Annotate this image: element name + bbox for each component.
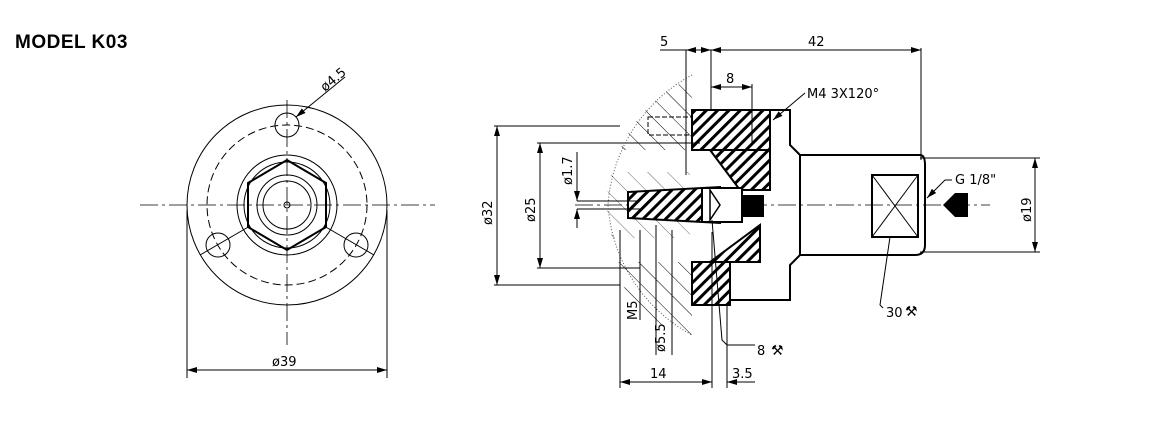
square-nut [871,174,919,238]
dim-dia-32-label: ø32 [481,201,496,226]
screw-note: M4 3X120° [807,87,879,102]
outer-flange-circle [186,104,388,306]
dim-dia-1-7-label: ø1.7 [561,156,576,185]
mounting-hole [274,112,300,138]
thread-port-label: G 1/8" [955,173,996,188]
wrench-icon: ⚒ [905,304,918,320]
hole-diameter-label: ø4.5 [318,65,350,95]
section-view: 5 42 8 M4 3X120° ø32 ø25 ø1.7 ø19 G 1/8" [481,35,1040,388]
wrench-30-label: 30 [886,306,903,321]
dim-8-label: 8 [726,72,734,87]
inner-circle [236,154,338,256]
flange-top [691,109,771,151]
wrench-icon: ⚒ [771,343,784,359]
dim-dia-5-5-label: ø5.5 [654,323,669,352]
thread-m5-label: M5 [626,301,641,321]
dim-3-5-label: 3.5 [732,367,753,382]
outer-diameter-label: ø39 [272,355,297,370]
dim-5-label: 5 [660,35,668,50]
dim-dia-25-label: ø25 [524,198,539,223]
wrench-8-label: 8 [757,344,765,359]
bore-circle [256,174,318,236]
inlet-arrow-icon [943,193,968,217]
mounting-hole [205,232,231,258]
model-title: MODEL K03 [15,32,128,53]
flange-bottom [691,261,731,306]
dim-dia-19-label: ø19 [1020,198,1035,223]
inner-circle [243,161,331,249]
mounting-hole [343,232,369,258]
bolt-circle [206,124,368,286]
center-orifice [283,201,291,209]
front-view: ø4.5 ø39 [140,65,435,378]
dim-42-label: 42 [808,35,825,50]
bore-circle [262,180,312,230]
dim-14-label: 14 [650,367,667,382]
